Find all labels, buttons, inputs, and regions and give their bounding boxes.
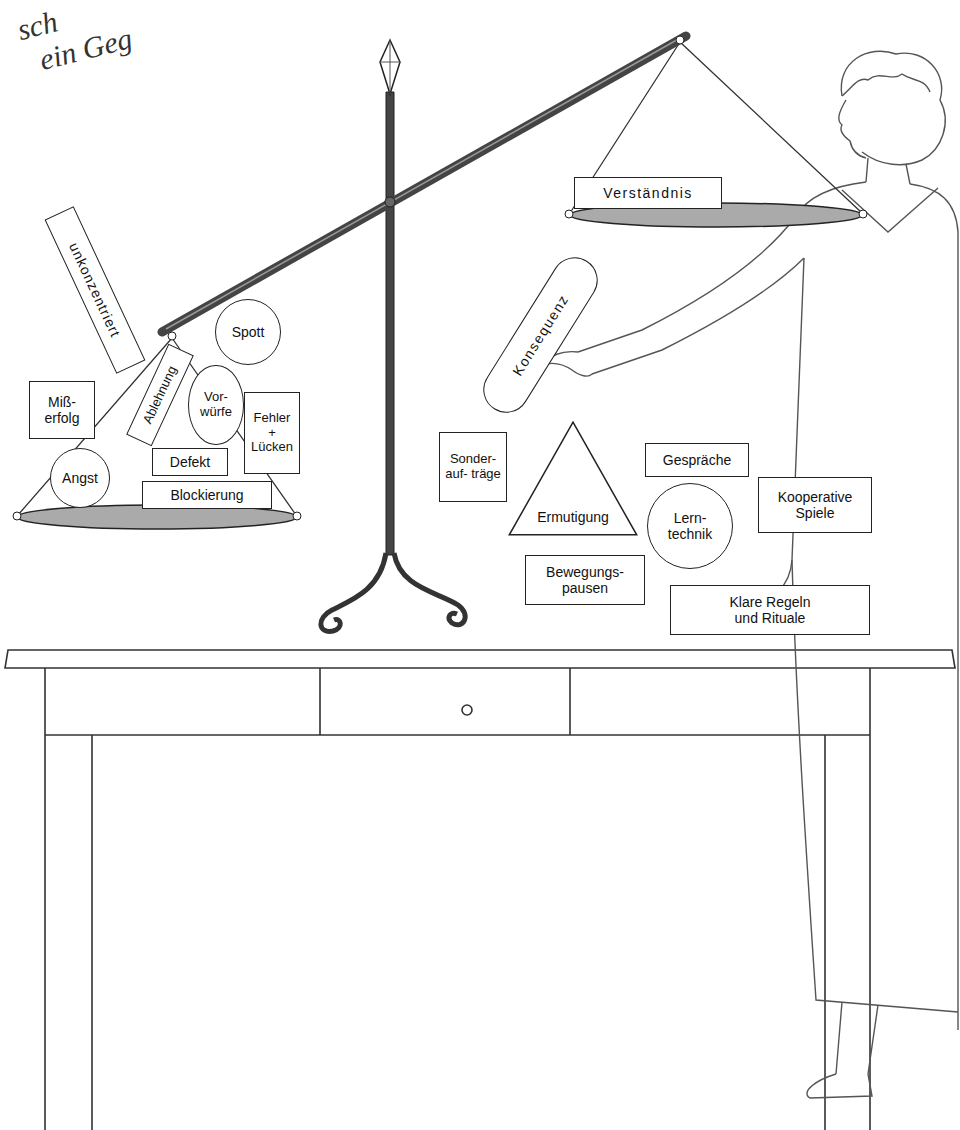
- scale-foot: [321, 553, 386, 631]
- scale-top-diamond: [380, 40, 400, 94]
- beam-hook: [168, 332, 176, 340]
- face-profile: [839, 100, 866, 158]
- weight-label: Spott: [232, 324, 265, 340]
- weight-label: Bewegungs- pausen: [530, 564, 640, 596]
- weight-card: Bewegungs- pausen: [525, 555, 645, 605]
- beam-pivot: [385, 197, 395, 207]
- table-drawer: [320, 668, 570, 735]
- scale-post: [386, 92, 394, 555]
- weight-label: Verständnis: [603, 185, 693, 201]
- triangle-shape: [509, 422, 636, 535]
- hair: [841, 51, 945, 164]
- table-apron: [45, 734, 870, 736]
- weight-label: unkonzentriert: [66, 240, 124, 340]
- weight-label: Vor- würfe: [197, 390, 235, 420]
- pan-knob: [859, 210, 867, 218]
- table-top: [5, 650, 955, 668]
- pan-knob: [13, 512, 21, 520]
- weight-label: Kooperative Spiele: [763, 489, 867, 521]
- drawer-knob: [462, 705, 472, 715]
- weight-card: Sonder- auf- träge: [439, 432, 507, 502]
- arm: [592, 258, 804, 374]
- collar: [842, 188, 938, 232]
- weight-card: Klare Regeln und Rituale: [670, 585, 870, 635]
- beam-hook: [676, 36, 684, 44]
- weight-ball: Lern- technik: [647, 483, 733, 569]
- weight-card: Fehler + Lücken: [244, 392, 300, 474]
- arm: [748, 258, 804, 606]
- weight-capsule: Konsequenz: [474, 249, 606, 422]
- hair-curls: [842, 74, 930, 96]
- weight-sack: Angst: [50, 448, 110, 508]
- pan-string: [570, 42, 862, 213]
- pan-knob: [293, 512, 301, 520]
- diamond-lines: [380, 40, 400, 94]
- weight-card: Verständnis: [574, 177, 722, 209]
- weight-label: Ermutigung: [537, 509, 609, 525]
- weight-card: Kooperative Spiele: [758, 477, 872, 533]
- neck: [866, 158, 910, 184]
- weight-oval: Vor- würfe: [188, 365, 243, 446]
- body-outline: [910, 184, 958, 1030]
- weight-label: Fehler + Lücken: [249, 411, 295, 456]
- weight-ball: Spott: [215, 299, 281, 365]
- shoe: [807, 1074, 872, 1098]
- leg: [836, 1002, 878, 1074]
- weight-card: Defekt: [152, 448, 228, 476]
- weight-sack: Gespräche: [645, 443, 749, 477]
- weight-label: Sonder- auf- träge: [444, 452, 502, 482]
- weight-label: Gespräche: [663, 452, 731, 468]
- weight-card: unkonzentriert: [45, 206, 146, 374]
- weight-triangle: Ermutigung: [508, 421, 638, 536]
- pan-knob: [565, 210, 573, 218]
- weight-label: Defekt: [170, 454, 210, 470]
- weight-label: Ablehnung: [140, 364, 180, 427]
- weight-label: Angst: [62, 470, 98, 486]
- balance-scale: [13, 36, 867, 631]
- weight-card: Blockierung: [142, 481, 272, 509]
- table-leg: [45, 668, 870, 1130]
- weight-label: Lern- technik: [659, 510, 721, 542]
- weight-label: Miß- erfolg: [34, 394, 90, 426]
- scale-foot: [394, 553, 465, 625]
- weight-label: Blockierung: [170, 487, 243, 503]
- weight-label: Klare Regeln und Rituale: [720, 594, 820, 626]
- table: [5, 650, 955, 1130]
- weight-card: Miß- erfolg: [29, 381, 95, 439]
